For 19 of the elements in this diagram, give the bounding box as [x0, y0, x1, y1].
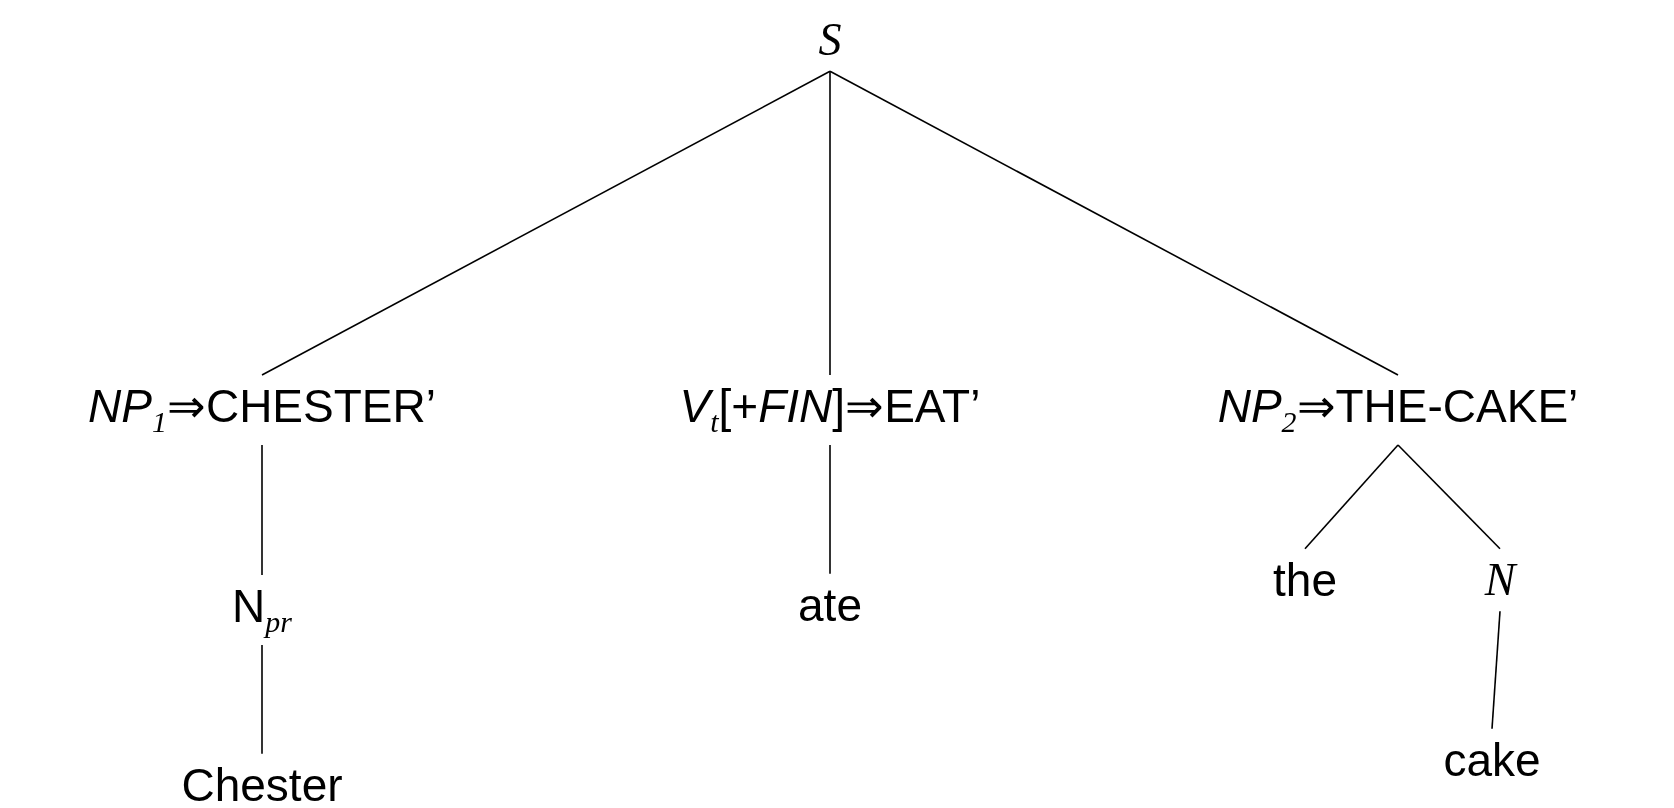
tree-node-label: V$_{t}$[+FIN]⇒EAT’: [679, 380, 981, 440]
tree-node-label: N: [1484, 554, 1516, 606]
tree-branch-line: [829, 444, 831, 575]
tree-node-label: S: [818, 14, 842, 66]
tree-branch-line: [1491, 610, 1501, 730]
tree-branch-line: [261, 444, 263, 576]
tree-node-label: ate: [798, 579, 862, 631]
tree-branch-line: [1304, 444, 1399, 550]
tree-node-label: NP$_{2}$⇒THE-CAKE’: [1217, 380, 1579, 440]
tree-node-label: the: [1273, 554, 1337, 606]
tree-branch-line: [1397, 444, 1501, 550]
tree-node-label: NP$_{1}$⇒CHESTER’: [88, 380, 436, 440]
tree-node-label: N$_{pr}$: [232, 580, 292, 640]
tree-node-label: Chester: [181, 759, 343, 808]
tree-branch-line: [261, 644, 263, 755]
tree-branch-line: [829, 70, 1399, 376]
tree-branch-line: [829, 70, 831, 376]
tree-node-label: cake: [1443, 734, 1541, 786]
tree-branch-line: [261, 70, 831, 376]
